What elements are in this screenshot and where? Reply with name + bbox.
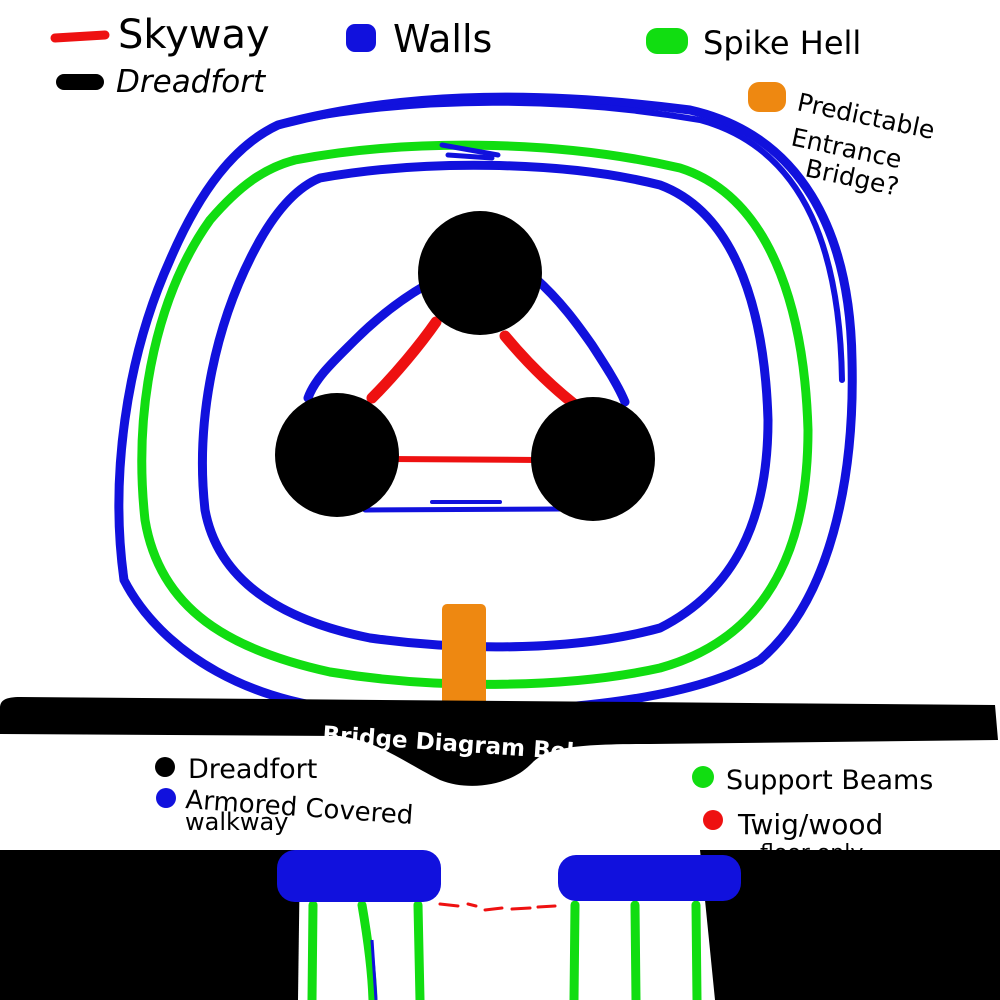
outer-wall	[114, 92, 857, 717]
spike-hell-ring	[137, 140, 813, 689]
twig-floor-label-1: Twig/wood	[737, 808, 883, 841]
entrance-bridge	[442, 604, 486, 728]
bottom-legend: Dreadfort Armored Covered walkway Suppor…	[155, 754, 933, 866]
triangle-walls	[303, 273, 630, 513]
spike-hell-swatch	[646, 28, 688, 54]
walkway-left	[277, 850, 441, 902]
walls-label: Walls	[393, 17, 492, 61]
skyways	[366, 316, 580, 463]
skyway-swatch	[50, 30, 110, 43]
dreadfort-left	[275, 393, 399, 517]
support-beams-label: Support Beams	[726, 765, 933, 796]
spike-hell-label: Spike Hell	[703, 24, 861, 62]
support-beams	[307, 900, 702, 1000]
support-beams-dot	[692, 766, 714, 788]
walkway-label-2: walkway	[185, 808, 288, 836]
twig-floor-dot	[703, 810, 723, 830]
dreadfort-top	[418, 211, 542, 335]
skyway-label: Skyway	[118, 12, 270, 58]
dreadfort-swatch	[56, 74, 104, 90]
twig-floor	[438, 902, 557, 912]
ground-left	[0, 850, 300, 1000]
walkway-right	[558, 855, 741, 901]
ground-right	[700, 850, 1000, 1000]
dreadforts	[275, 211, 655, 521]
dreadfort-dot	[155, 757, 175, 777]
walkway-dot	[156, 788, 176, 808]
walls-swatch	[346, 24, 376, 52]
dreadfort-right	[531, 397, 655, 521]
inner-wall	[197, 142, 773, 652]
bottom-dreadfort-label: Dreadfort	[188, 754, 317, 785]
bridge-cross-section	[0, 850, 1000, 1000]
dreadfort-label: Dreadfort	[116, 64, 267, 100]
entrance-bridge-swatch	[748, 82, 786, 112]
top-legend: Skyway Walls Spike Hell Dreadfort Predic…	[50, 12, 937, 202]
